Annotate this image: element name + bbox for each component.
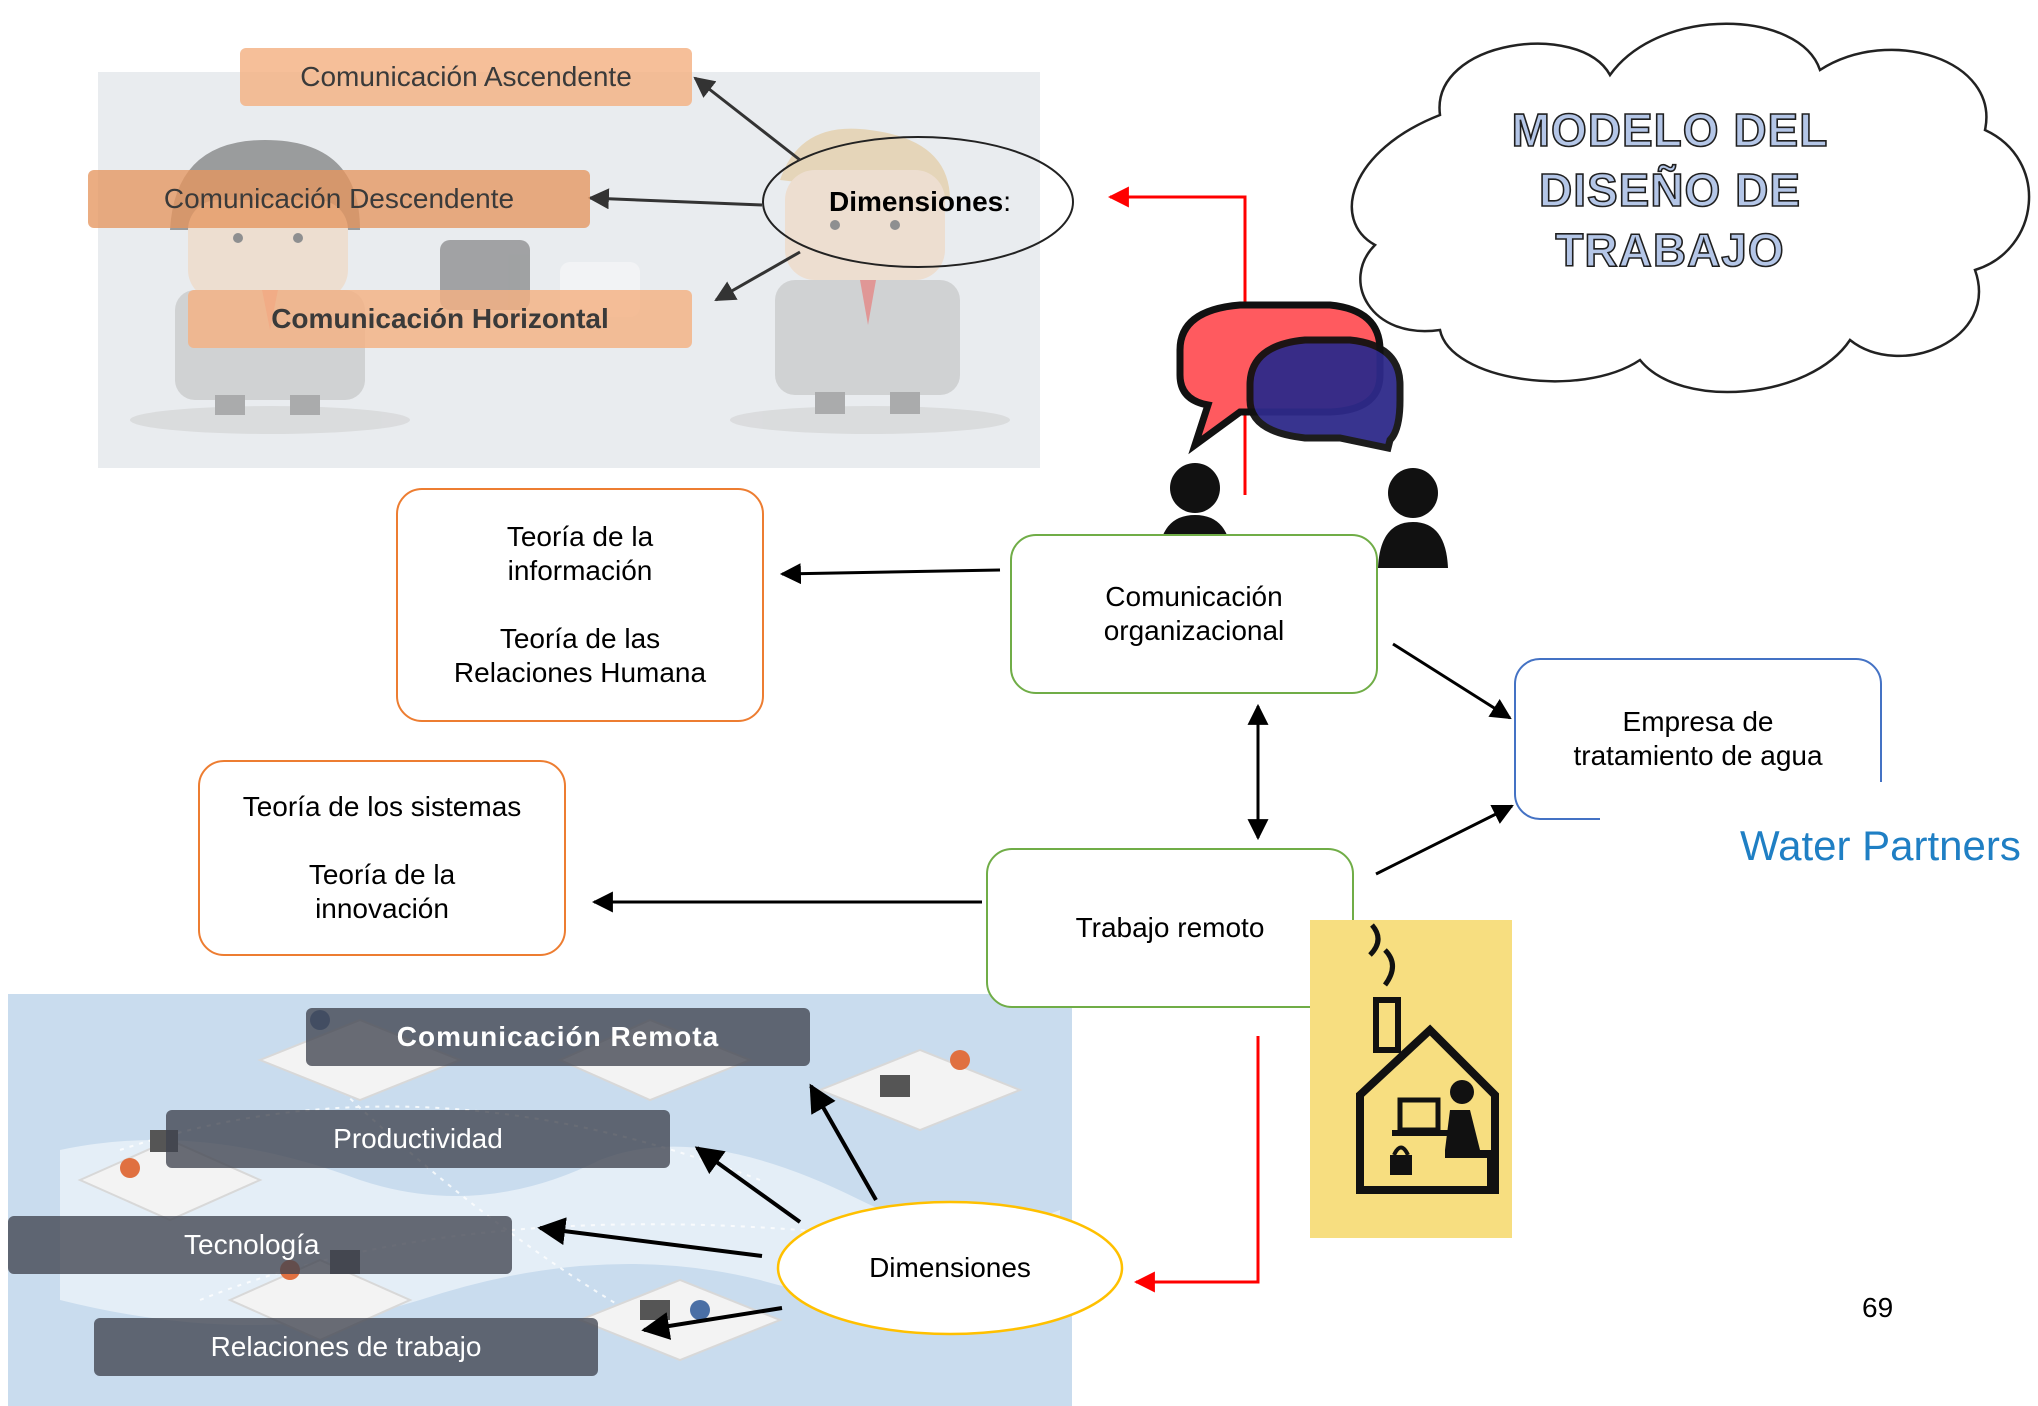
teorias-2-line-3: innovación <box>315 893 449 924</box>
bottom-dimensiones-ellipse <box>776 1200 1124 1336</box>
productividad-text: Productividad <box>333 1123 503 1154</box>
comm-descendente-text: Comunicación Descendente <box>163 183 515 214</box>
relaciones-trabajo-text: Relaciones de trabajo <box>210 1331 482 1362</box>
teorias-informacion-box: Teoría de la información Teoría de las R… <box>396 488 764 722</box>
conversation-icon <box>1158 301 1448 568</box>
comunicacion-remota-text: Comunicación Remota <box>396 1021 720 1052</box>
brand-name: Water Partners <box>1740 822 2021 869</box>
title-line-3: TRABAJO <box>1555 223 1785 277</box>
comunicacion-org-line-2: organizacional <box>1103 615 1285 646</box>
comm-horizontal-text: Comunicación Horizontal <box>271 303 609 334</box>
tecnologia-text: Tecnología <box>184 1229 320 1260</box>
teorias-1-line-4: Relaciones Humana <box>453 657 707 688</box>
title-line-2: DISEÑO DE <box>1538 163 1802 217</box>
teorias-sistemas-box: Teoría de los sistemas Teoría de la inno… <box>198 760 566 956</box>
page-number: 69 <box>1862 1292 1894 1323</box>
comm-descendente-label: Comunicación Descendente <box>88 170 590 228</box>
title-cloud <box>1350 22 2031 394</box>
arrow-to-empresa-bottom <box>1375 804 1514 876</box>
title-line-1: MODELO DEL <box>1511 103 1829 157</box>
relaciones-trabajo-label: Relaciones de trabajo <box>94 1318 598 1376</box>
arrow-to-descendente <box>587 188 763 210</box>
teorias-2-line-1: Teoría de los sistemas <box>242 791 522 822</box>
top-dimensiones-label: Dimensiones: <box>780 180 1060 224</box>
top-dimensiones-ellipse <box>762 136 1074 268</box>
arrow-to-relaciones <box>641 1306 783 1340</box>
arrow-to-productividad <box>694 1146 802 1224</box>
trabajo-remoto-box: Trabajo remoto <box>986 848 1354 1008</box>
house-icon-overlay <box>1310 920 1512 1238</box>
arrow-to-ascendente <box>693 76 801 162</box>
comunicacion-org-line-1: Comunicación <box>1105 581 1283 612</box>
comm-horizontal-label: Comunicación Horizontal <box>188 290 692 348</box>
arrow-to-horizontal <box>714 250 801 302</box>
red-connector-bottom <box>1133 1036 1260 1293</box>
comm-ascendente-label: Comunicación Ascendente <box>240 48 692 106</box>
top-dimensiones-colon: : <box>1003 186 1012 217</box>
bottom-dimensiones-text: Dimensiones <box>869 1252 1031 1283</box>
tecnologia-label: Tecnología <box>8 1216 512 1274</box>
logo-backdrop <box>1600 782 2038 910</box>
top-illustration <box>98 72 1040 468</box>
comm-ascendente-text: Comunicación Ascendente <box>300 61 632 92</box>
top-dimensiones-text: Dimensiones <box>828 186 1004 217</box>
arrow-to-tecnologia <box>537 1217 763 1258</box>
empresa-line-2: tratamiento de agua <box>1573 740 1823 771</box>
arrow-to-teorias-1 <box>779 563 1001 585</box>
teorias-1-line-3: Teoría de las <box>499 623 661 654</box>
bottom-dimensiones-label: Dimensiones <box>800 1246 1100 1290</box>
teorias-1-line-1: Teoría de la <box>506 521 654 552</box>
empresa-line-1: Empresa de <box>1622 706 1774 737</box>
productividad-label: Productividad <box>166 1110 670 1168</box>
comunicacion-remota-label: Comunicación Remota <box>306 1008 810 1066</box>
model-title: MODELO DEL DISEÑO DE TRABAJO <box>1430 100 1910 280</box>
teorias-2-line-2: Teoría de la <box>308 859 456 890</box>
arrow-to-remota <box>809 1083 878 1201</box>
comunicacion-organizacional-box: Comunicación organizacional <box>1010 534 1378 694</box>
trabajo-remoto-text: Trabajo remoto <box>1075 912 1265 943</box>
teorias-1-line-2: información <box>507 555 653 586</box>
arrow-to-empresa-top <box>1392 642 1512 720</box>
